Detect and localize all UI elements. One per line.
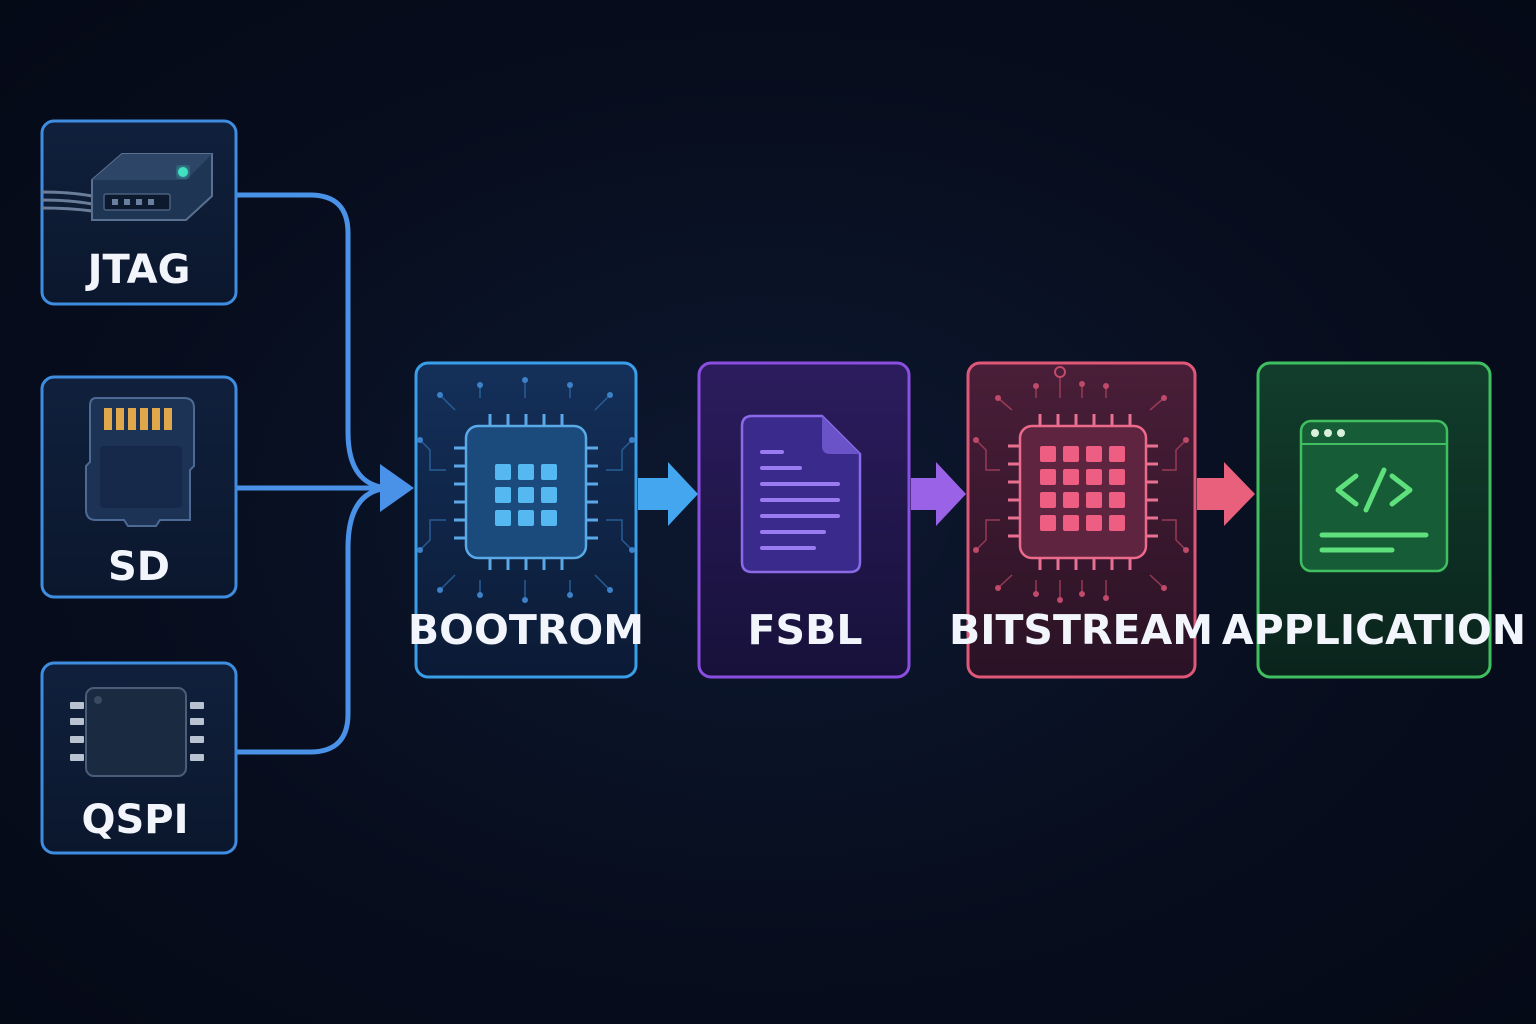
usb-cable-icon <box>41 153 213 221</box>
stage-label-bootrom: BOOTROM <box>408 606 644 654</box>
source-sd: SD <box>40 375 238 599</box>
source-connectors <box>233 192 395 755</box>
source-qspi: QSPI <box>40 661 238 855</box>
processor-chip-icon <box>417 377 635 603</box>
source-label-qspi: QSPI <box>81 797 188 843</box>
source-label-sd: SD <box>108 544 170 590</box>
arrow-bootrom-to-fsbl <box>638 462 698 526</box>
arrow-fsbl-to-bitstream <box>911 462 966 526</box>
document-icon <box>740 414 862 574</box>
connector-arrowhead <box>380 464 414 512</box>
connector-qspi <box>233 485 395 755</box>
stage-label-bitstream: BITSTREAM <box>949 606 1213 654</box>
fpga-chip-icon <box>973 366 1189 603</box>
stage-bootrom: BOOTROM <box>408 361 644 679</box>
flash-chip-icon <box>70 687 204 777</box>
sd-card-icon <box>85 397 195 527</box>
stage-label-application: APPLICATION <box>1222 606 1526 654</box>
connector-jtag <box>233 192 395 491</box>
code-window-icon <box>1299 419 1449 573</box>
stage-bitstream: BITSTREAM <box>949 361 1213 679</box>
source-jtag: JTAG <box>40 119 238 306</box>
stage-application: APPLICATION <box>1222 361 1526 679</box>
arrow-bitstream-to-application <box>1197 462 1255 526</box>
stage-fsbl: FSBL <box>697 361 911 679</box>
stage-label-fsbl: FSBL <box>748 606 863 654</box>
source-label-jtag: JTAG <box>85 247 191 293</box>
